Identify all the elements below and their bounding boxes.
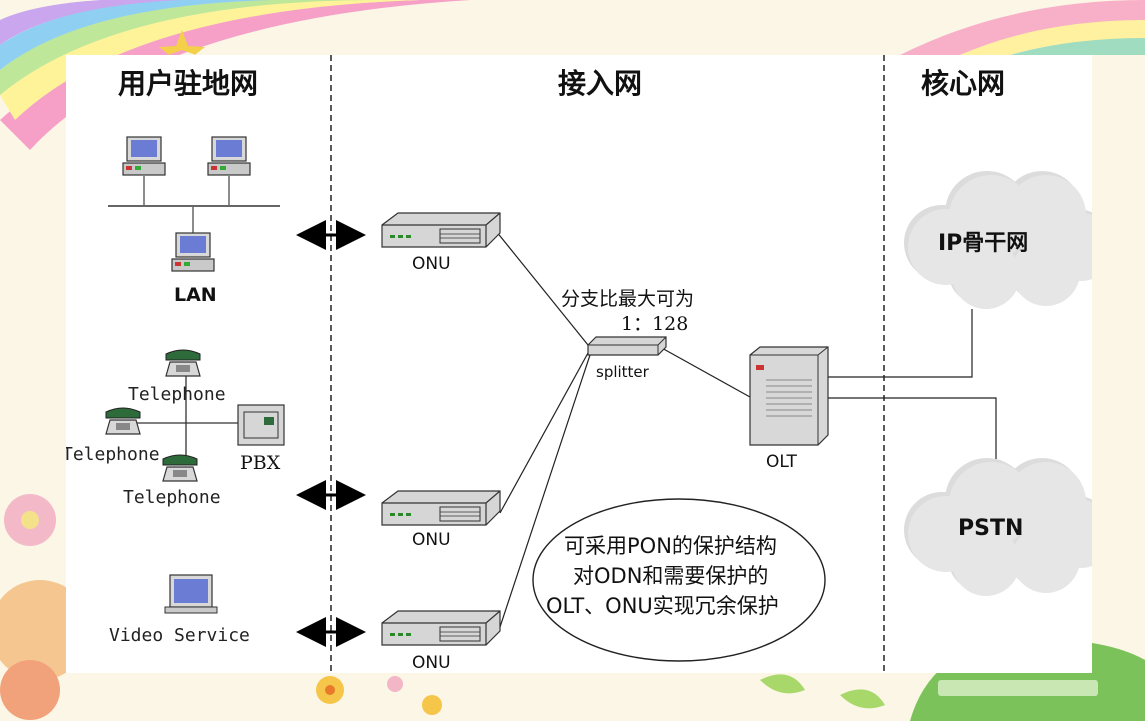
rainbow-right-decoration (900, 0, 1145, 55)
flower-decoration-bottom (316, 676, 442, 715)
split-ratio-line1: 分支比最大可为 (561, 288, 694, 310)
pbx-label: PBX (240, 452, 281, 474)
onu-icon-3 (381, 610, 501, 646)
onu-icon-1 (381, 212, 501, 248)
lan-pc-icon-3 (171, 232, 215, 272)
telephone-label-top: Telephone (128, 384, 226, 405)
lan-label: LAN (174, 284, 217, 306)
video-service-label: Video Service (109, 625, 250, 646)
zone-header-user: 用户驻地网 (118, 67, 258, 100)
splitter-icon (587, 336, 667, 356)
protection-note-line1: 可采用PON的保护结构 (564, 534, 777, 558)
lan-pc-icon-1 (122, 136, 166, 176)
diagram-panel: 用户驻地网 接入网 核心网 LAN Telephone Telephone Te… (66, 55, 1092, 673)
zone-header-access: 接入网 (558, 67, 642, 100)
telephone-label-bot: Telephone (123, 487, 221, 508)
telephony-group: Telephone Telephone Telephone PBX (66, 349, 285, 508)
video-group: Video Service (109, 574, 250, 646)
telephone-icon-top (165, 349, 201, 377)
splitter-label: splitter (596, 363, 650, 381)
pbx-icon (237, 404, 285, 446)
protection-note-ellipse (532, 498, 826, 662)
ip-backbone-label: IP骨干网 (938, 231, 1028, 256)
olt-label: OLT (766, 452, 798, 472)
telephone-label-mid: Telephone (66, 444, 160, 465)
star-icon (159, 30, 205, 57)
telephone-icon-bot (162, 454, 198, 482)
onu-label-2: ONU (412, 530, 451, 550)
onu-label-1: ONU (412, 254, 451, 274)
onu-label-3: ONU (412, 653, 451, 673)
video-monitor-icon (164, 574, 218, 614)
network-diagram: 用户驻地网 接入网 核心网 LAN Telephone Telephone Te… (66, 55, 1092, 673)
fiber-links (495, 230, 997, 628)
split-ratio-line2: 1：128 (621, 313, 688, 335)
olt-icon (749, 346, 829, 446)
protection-note-line2: 对ODN和需要保护的 (573, 564, 768, 588)
leaf-decoration (760, 674, 885, 709)
zone-header-core: 核心网 (921, 67, 1005, 100)
telephone-icon-mid (105, 407, 141, 435)
pstn-label: PSTN (958, 516, 1023, 541)
protection-note-line3: OLT、ONU实现冗余保护 (546, 594, 779, 618)
lan-pc-icon-2 (207, 136, 251, 176)
lan-group: LAN (108, 136, 280, 306)
onu-icon-2 (381, 490, 501, 526)
